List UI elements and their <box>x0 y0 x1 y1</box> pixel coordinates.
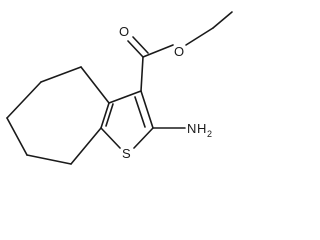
bond-carbonyl-double-b <box>132 36 149 54</box>
bond-c6-c7 <box>6 117 28 156</box>
atom-amine-n: N <box>187 121 196 136</box>
bond-c7-c8 <box>26 154 72 165</box>
atom-oxygen-ester: O <box>174 44 184 59</box>
bond-c5-c6 <box>6 81 42 119</box>
bond-ester-o-carbonyl-c <box>142 44 174 58</box>
atom-sulfur: S <box>122 146 131 161</box>
chemical-structure-diagram: O O S N H 2 <box>6 11 233 165</box>
bond-c2-s <box>133 127 154 149</box>
bond-ethyl-ch2-o <box>185 27 214 46</box>
bond-c3-c2-double <box>140 90 154 129</box>
bond-ethyl-terminal <box>212 11 233 29</box>
atom-amine-h: H <box>197 121 206 136</box>
bond-c7a-c3a-double <box>100 102 110 129</box>
bond-carbonyl-double-a <box>127 40 144 58</box>
atom-oxygen-carbonyl: O <box>119 24 129 39</box>
bond-s-c7a <box>100 127 121 149</box>
bond-c8-c7a <box>70 127 102 165</box>
bond-c3-c2-inner <box>134 96 146 128</box>
bond-carbonyl-c3 <box>140 56 144 92</box>
bond-c7a-c3a-inner <box>105 103 114 127</box>
bond-c4-c5 <box>40 66 82 83</box>
bond-c3a-c3 <box>108 90 142 104</box>
atom-amine-subscript: 2 <box>207 129 212 139</box>
bond-c3a-c4 <box>80 66 110 104</box>
